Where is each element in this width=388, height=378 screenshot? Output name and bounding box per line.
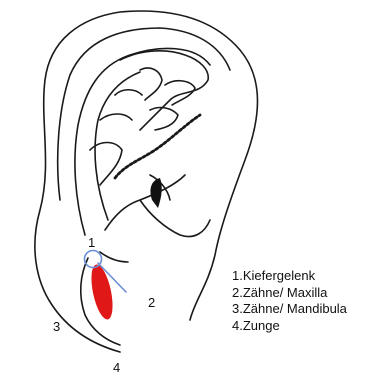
marker-label-1: 1: [88, 236, 95, 249]
zone-dashed-line: [115, 115, 200, 178]
legend-item: 2.Zähne/ Maxilla: [232, 285, 347, 302]
ear-scapha-detail-2: [100, 114, 132, 120]
marker-label-2: 2: [148, 296, 155, 309]
marker-label-3: 3: [53, 320, 60, 333]
legend: 1.Kiefergelenk 2.Zähne/ Maxilla 3.Zähne/…: [232, 268, 347, 334]
concha-black-mark: [150, 178, 161, 208]
ear-inner-rim: [58, 28, 230, 200]
ear-fossa-detail-1: [140, 68, 162, 100]
ear-concha-lower: [140, 200, 210, 237]
marker-label-4: 4: [113, 361, 120, 374]
ear-fossa-detail-3: [150, 108, 178, 130]
ear-scapha-detail-3: [115, 90, 142, 95]
legend-item: 3.Zähne/ Mandibula: [232, 301, 347, 318]
legend-item: 1.Kiefergelenk: [232, 268, 347, 285]
legend-item: 4.Zunge: [232, 318, 347, 335]
highlight-zone: [87, 263, 116, 322]
ear-intertragic-notch: [100, 252, 128, 262]
ear-concha: [105, 175, 185, 230]
ear-outer-outline: [35, 11, 258, 352]
